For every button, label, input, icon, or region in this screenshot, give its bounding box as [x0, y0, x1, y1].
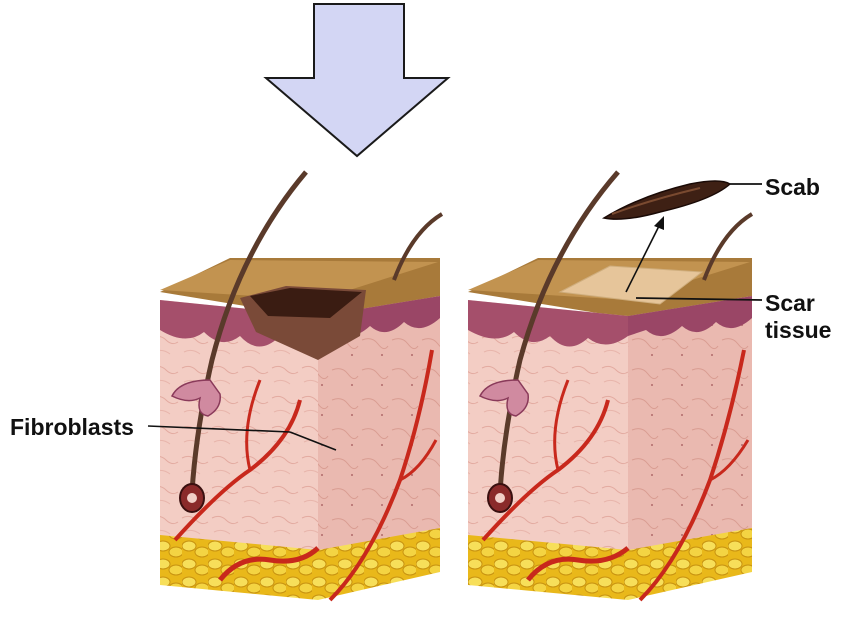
skin-block-left	[160, 172, 442, 600]
scar-label-line1: Scar	[765, 290, 815, 316]
scab-label: Scab	[765, 174, 820, 200]
scar-label-line2: tissue	[765, 317, 831, 343]
skin-block-right	[468, 172, 752, 600]
scab-piece	[604, 181, 730, 219]
fibroblasts-label: Fibroblasts	[10, 414, 134, 440]
down-arrow-icon	[266, 4, 448, 156]
